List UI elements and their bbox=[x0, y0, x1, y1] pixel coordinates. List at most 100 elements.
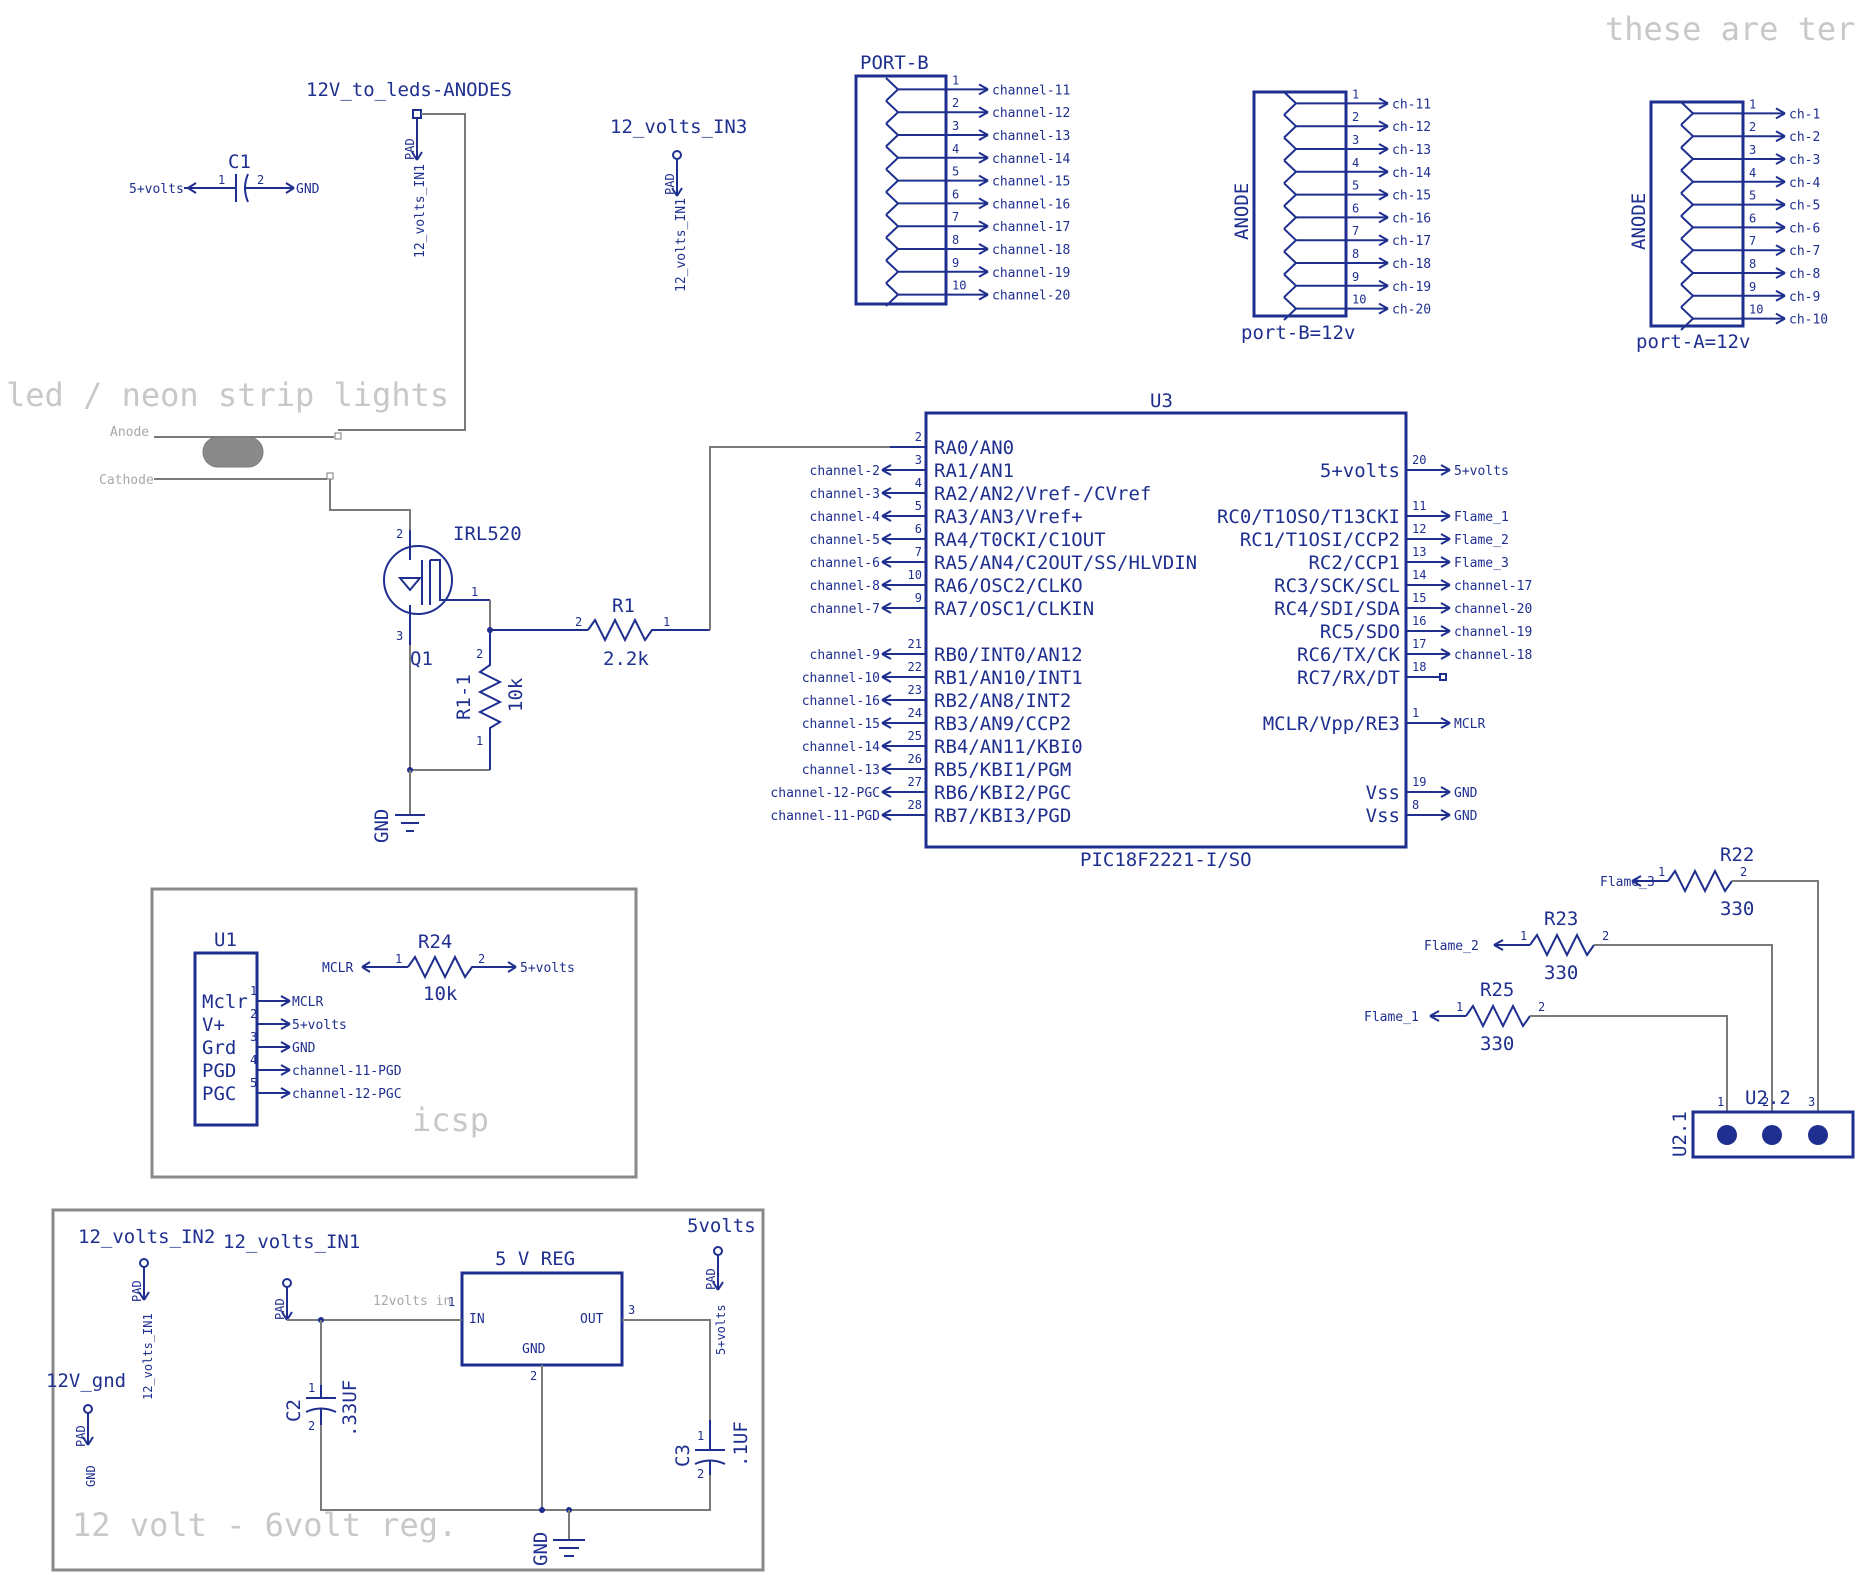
led-strip: led / neon strip lights Anode Cathode bbox=[6, 376, 449, 530]
conn3-net-label: ch-6 bbox=[1789, 221, 1820, 236]
u3-pin-net: GND bbox=[1454, 786, 1478, 801]
conn3-row: 1ch-1 bbox=[1680, 97, 1820, 126]
u3-pin-net: channel-2 bbox=[810, 464, 880, 479]
u3-pin-net: Flame_3 bbox=[1454, 556, 1509, 571]
portb-pin-num: 1 bbox=[952, 73, 959, 87]
conn3-pin-num: 7 bbox=[1749, 234, 1756, 248]
conn3-pin-num: 8 bbox=[1749, 257, 1756, 271]
flame-net-label: Flame_3 bbox=[1600, 875, 1655, 890]
flame-pin1: 1 bbox=[1658, 865, 1665, 879]
pad-label-2: PAD bbox=[663, 173, 677, 195]
portb-pin-num: 5 bbox=[952, 165, 959, 179]
conn2-net-label: ch-13 bbox=[1392, 143, 1431, 158]
reg-wire-in: 12volts in bbox=[373, 1294, 451, 1309]
conn2-pin-num: 9 bbox=[1352, 270, 1359, 284]
u3-pin-function: RA0/AN0 bbox=[934, 437, 1014, 459]
connector-port-b: PORT-B 1channel-112channel-123channel-13… bbox=[854, 52, 1070, 307]
q1-part: IRL520 bbox=[453, 523, 522, 545]
u1-pin-net: channel-12-PGC bbox=[292, 1087, 402, 1102]
pad-in3: 12_volts_IN3 PAD 12_volts_IN1 bbox=[610, 116, 747, 292]
conn3-row: 8ch-8 bbox=[1680, 257, 1820, 286]
reg-in2: 12_volts_IN2 bbox=[78, 1226, 215, 1248]
conn3-pin-num: 3 bbox=[1749, 143, 1756, 157]
flame-pin2: 2 bbox=[1602, 929, 1609, 943]
conn2-net-label: ch-15 bbox=[1392, 189, 1431, 204]
u3-pin-net: channel-9 bbox=[810, 648, 880, 663]
net-in3: 12_volts_IN3 bbox=[610, 116, 747, 138]
c2-pin1: 1 bbox=[308, 1381, 315, 1395]
u3-pin-number: 17 bbox=[1412, 637, 1426, 651]
flame-value: 330 bbox=[1480, 1033, 1514, 1055]
pad-label-1: PAD bbox=[403, 138, 417, 160]
u3-pin-net: channel-18 bbox=[1454, 648, 1532, 663]
conn3-row: 3ch-3 bbox=[1680, 143, 1820, 172]
reg-pin2: 2 bbox=[530, 1369, 537, 1383]
conn3-pin-num: 9 bbox=[1749, 280, 1756, 294]
conn2-net-label: ch-11 bbox=[1392, 97, 1431, 112]
r1-value: 2.2k bbox=[603, 648, 649, 670]
portb-net-label: channel-11 bbox=[992, 83, 1070, 98]
conn2-bottom: port-B=12v bbox=[1241, 322, 1355, 344]
conn2-pin-num: 3 bbox=[1352, 133, 1359, 147]
u3-pin-number: 13 bbox=[1412, 545, 1426, 559]
conn2-row: 8ch-18 bbox=[1283, 247, 1431, 276]
conn3-row: 4ch-4 bbox=[1680, 166, 1820, 194]
portb-net-label: channel-18 bbox=[992, 243, 1070, 258]
reg-pin3: 3 bbox=[628, 1303, 635, 1317]
reg-gnd12: 12V_gnd bbox=[46, 1370, 126, 1392]
u3-pin-function: RC0/T1OSO/T13CKI bbox=[1217, 506, 1400, 528]
q1-gnd-label: GND bbox=[371, 809, 393, 843]
u3-pin-function: RA5/AN4/C2OUT/SS/HLVDIN bbox=[934, 552, 1197, 574]
portb-net-label: channel-17 bbox=[992, 220, 1070, 235]
conn2-row: 9 ch-19 bbox=[1283, 270, 1431, 298]
u3-pin-number: 4 bbox=[915, 476, 922, 490]
u3-pin-number: 1 bbox=[1412, 706, 1419, 720]
u3-pin-net: GND bbox=[1454, 809, 1478, 824]
conn3-net-label: ch-4 bbox=[1789, 176, 1820, 191]
u1-pin-number: 4 bbox=[250, 1053, 257, 1067]
u1-pin-net: 5+volts bbox=[292, 1018, 347, 1033]
u3-pin-number: 12 bbox=[1412, 522, 1426, 536]
r1-pin1: 1 bbox=[663, 615, 670, 629]
u3-pin-net: 5+volts bbox=[1454, 464, 1509, 479]
portb-pin-num: 8 bbox=[952, 233, 959, 247]
conn3-net-label: ch-10 bbox=[1789, 313, 1828, 328]
u3-pin-number: 9 bbox=[915, 591, 922, 605]
conn2-row: 7ch-17 bbox=[1283, 224, 1431, 253]
portb-pin-num: 9 bbox=[952, 256, 959, 270]
u3-pin-number: 20 bbox=[1412, 453, 1426, 467]
u3-pin-function: RA3/AN3/Vref+ bbox=[934, 506, 1083, 528]
conn2-net-label: ch-19 bbox=[1392, 280, 1431, 295]
u3-pin-function: Vss bbox=[1366, 805, 1400, 827]
u3-pin-function: RC5/SDO bbox=[1320, 621, 1400, 643]
connector-port-a-12v: ANODE port-A=12v 1ch-12ch-23ch-34ch-45ch… bbox=[1628, 97, 1828, 353]
u2-pin1: 1 bbox=[1717, 1095, 1724, 1109]
conn3-net-label: ch-5 bbox=[1789, 199, 1820, 214]
u1-pin-number: 2 bbox=[250, 1007, 257, 1021]
connector-u2: U2.2 U2.1 1 2 3 bbox=[1669, 1087, 1855, 1159]
conn2-row: 2ch-12 bbox=[1283, 110, 1431, 139]
u1-pin-function: PGC bbox=[202, 1083, 236, 1105]
r11-pin1: 1 bbox=[476, 734, 483, 748]
portb-pin-num: 7 bbox=[952, 210, 959, 224]
u3-pin-function: RB7/KBI3/PGD bbox=[934, 805, 1071, 827]
u3-pin-number: 10 bbox=[908, 568, 922, 582]
flame-net-label: Flame_2 bbox=[1424, 939, 1479, 954]
u2-pin2: 2 bbox=[1762, 1095, 1769, 1109]
